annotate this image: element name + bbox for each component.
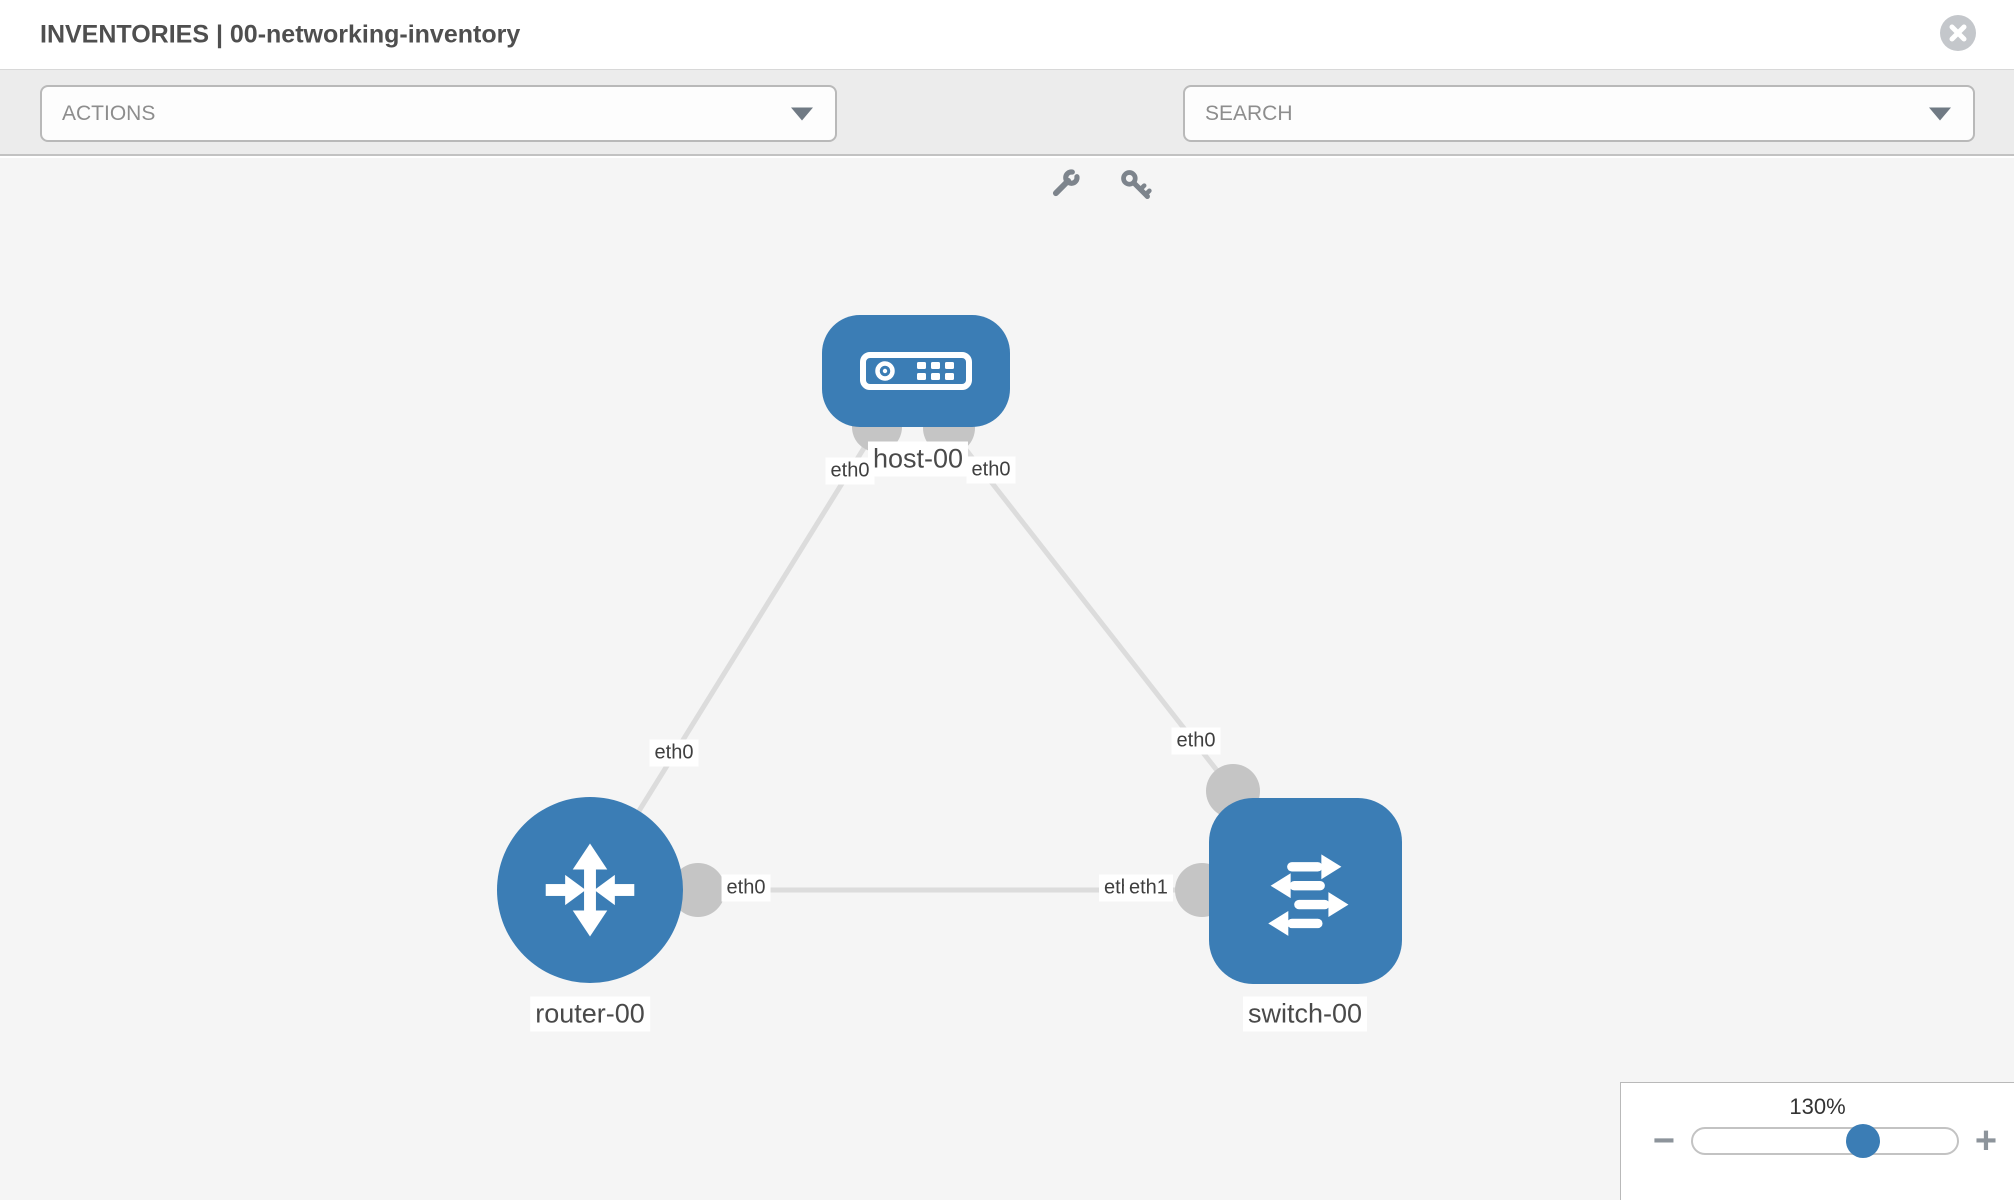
modal-header: INVENTORIES | 00-networking-inventory xyxy=(0,0,2014,70)
actions-dropdown[interactable]: ACTIONS xyxy=(40,85,837,142)
topology-canvas[interactable]: host-00 router-00 switch-00 eth0 eth0 et… xyxy=(0,158,2014,1200)
node-host-00[interactable] xyxy=(822,315,1010,427)
node-switch-00[interactable] xyxy=(1209,798,1402,984)
node-label-router: router-00 xyxy=(530,996,650,1032)
close-icon xyxy=(1949,24,1967,42)
node-label-switch: switch-00 xyxy=(1242,996,1368,1032)
actions-dropdown-label: ACTIONS xyxy=(62,101,156,125)
chevron-down-icon xyxy=(791,107,813,120)
configure-button[interactable] xyxy=(1039,158,1091,210)
close-button[interactable] xyxy=(1940,15,1976,51)
interface-port xyxy=(671,863,725,917)
chevron-down-icon xyxy=(1929,107,1951,120)
zoom-slider-thumb[interactable] xyxy=(1846,1124,1880,1158)
search-dropdown[interactable]: SEARCH xyxy=(1183,85,1975,142)
zoom-slider-track[interactable] xyxy=(1691,1127,1959,1155)
zoom-in-button[interactable]: + xyxy=(1974,1120,1998,1162)
interface-label: eth0 xyxy=(721,874,771,902)
interface-label: eth0 xyxy=(966,456,1016,484)
host-icon xyxy=(860,352,972,390)
interface-label: eth0 xyxy=(649,739,699,767)
node-label-host: host-00 xyxy=(867,441,969,477)
interface-label: eth0 xyxy=(1171,727,1221,755)
zoom-control-panel: 130% − + xyxy=(1620,1082,2014,1200)
toolbar: ACTIONS SEARCH xyxy=(0,70,2014,199)
wrench-icon xyxy=(1052,169,1080,197)
key-icon xyxy=(1121,170,1152,199)
interface-label: eth0 xyxy=(825,457,875,485)
interface-label: eth1 xyxy=(1124,874,1173,902)
router-icon xyxy=(545,843,635,937)
page-title: INVENTORIES | 00-networking-inventory xyxy=(40,20,521,48)
credentials-button[interactable] xyxy=(1109,158,1161,210)
node-router-00[interactable] xyxy=(497,797,683,983)
zoom-level-value: 130% xyxy=(1789,1094,1846,1119)
links-layer xyxy=(587,402,1260,917)
search-dropdown-label: SEARCH xyxy=(1205,101,1293,125)
switch-icon xyxy=(1267,854,1348,936)
zoom-out-button[interactable]: − xyxy=(1652,1120,1676,1162)
